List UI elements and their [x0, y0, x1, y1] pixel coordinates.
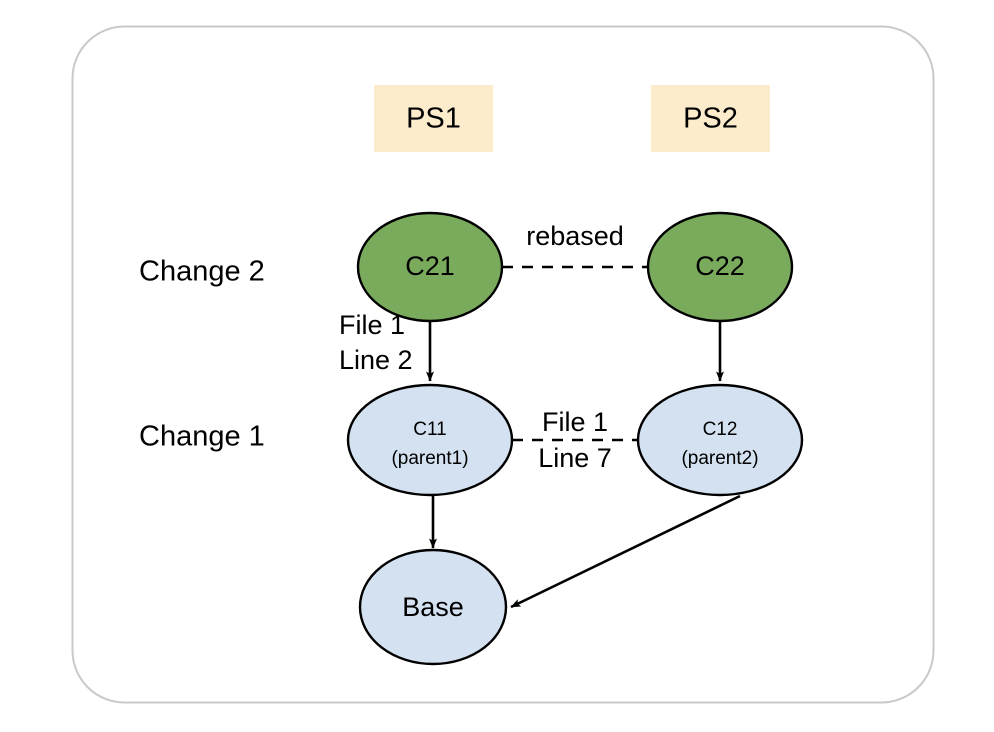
- patchset-box-ps1: PS1: [374, 85, 493, 152]
- edge-label-conflict-mid-line: Line 7: [538, 443, 612, 473]
- patchset-box-ps1-rect: [374, 85, 493, 152]
- node-c11-shape[interactable]: [346, 383, 514, 497]
- node-base-label: Base: [402, 592, 464, 622]
- edge-label-rebased: rebased: [526, 221, 624, 251]
- row-label-change1: Change 1: [139, 421, 265, 453]
- node-c11-sublabel: (parent1): [391, 448, 468, 469]
- edge-label-conflict-left-line: Line 2: [339, 345, 413, 375]
- diagram-frame: [71, 25, 935, 704]
- patchset-box-ps1-label: PS1: [406, 103, 461, 135]
- node-c12[interactable]: C12 (parent2): [636, 383, 804, 497]
- node-base[interactable]: Base: [358, 548, 508, 666]
- edge-label-conflict-left-file: File 1: [339, 310, 405, 340]
- node-c22-label: C22: [695, 251, 745, 281]
- node-c21[interactable]: C21: [356, 211, 504, 323]
- node-c22-shape[interactable]: [646, 211, 794, 323]
- node-c11[interactable]: C11 (parent1): [346, 383, 514, 497]
- node-c12-sublabel: (parent2): [681, 448, 758, 469]
- patchset-box-ps2-rect: [651, 85, 770, 152]
- node-c22[interactable]: C22: [646, 211, 794, 323]
- edge-c12-to-base: [510, 494, 741, 609]
- patchset-box-ps2-label: PS2: [683, 103, 738, 135]
- row-label-change2: Change 2: [139, 256, 265, 288]
- node-base-shape[interactable]: [358, 548, 508, 666]
- node-c12-shape[interactable]: [636, 383, 804, 497]
- edge-label-conflict-mid-file: File 1: [542, 407, 608, 437]
- patchset-box-ps2: PS2: [651, 85, 770, 152]
- node-c21-label: C21: [405, 251, 455, 281]
- node-c21-shape[interactable]: [356, 211, 504, 323]
- node-c11-label: C11: [413, 419, 446, 440]
- node-c12-label: C12: [703, 419, 738, 440]
